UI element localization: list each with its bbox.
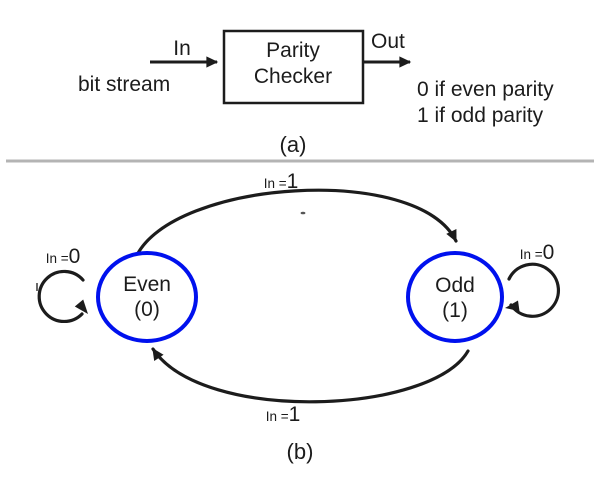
label-odd-to-even-prefix: In = <box>266 409 289 424</box>
transition-arc-even-to-odd <box>134 188 458 259</box>
state-circle-even <box>96 251 198 343</box>
stray-mark-tick <box>36 283 38 291</box>
panel-a-block-diagram: In bit stream Parity Checker Out 0 if ev… <box>78 29 554 157</box>
self-loop-even <box>37 269 85 324</box>
transition-arc-odd-to-even <box>151 347 470 404</box>
output-signal-label: Out <box>371 30 405 53</box>
label-even-to-odd-prefix: In = <box>264 176 287 191</box>
label-even-self-prefix: In = <box>46 251 69 266</box>
panel-a-caption: (a) <box>280 132 307 157</box>
stray-mark-dot <box>300 211 306 215</box>
label-even-to-odd: In =1 <box>264 170 299 193</box>
self-loop-odd <box>507 262 561 318</box>
state-odd-name: Odd <box>435 274 475 297</box>
parity-checker-box <box>222 29 365 105</box>
panel-b-state-diagram: Even (0) Odd (1) In =1 In =1 In =0 In =0… <box>36 170 561 464</box>
label-even-self: In =0 <box>46 245 81 268</box>
panel-b-caption: (b) <box>287 439 314 464</box>
block-label-line2: Checker <box>254 65 332 88</box>
input-source-label: bit stream <box>78 73 170 96</box>
label-odd-to-even: In =1 <box>266 403 301 426</box>
output-note-odd: 1 if odd parity <box>417 104 544 127</box>
state-even-output: (0) <box>134 298 160 321</box>
self-loop-odd-arrowhead <box>505 300 520 312</box>
label-odd-self: In =0 <box>520 241 555 264</box>
label-odd-to-even-value: 1 <box>289 403 301 426</box>
self-loop-even-arrowhead <box>74 299 88 314</box>
label-even-self-value: 0 <box>69 245 81 268</box>
state-odd-output: (1) <box>442 299 468 322</box>
input-signal-label: In <box>173 37 191 60</box>
label-even-to-odd-value: 1 <box>287 170 299 193</box>
label-odd-self-prefix: In = <box>520 247 543 262</box>
state-even-name: Even <box>123 273 171 296</box>
output-note-even: 0 if even parity <box>417 78 554 101</box>
state-circle-odd <box>406 251 504 343</box>
label-odd-self-value: 0 <box>543 241 555 264</box>
block-label-line1: Parity <box>266 39 320 62</box>
